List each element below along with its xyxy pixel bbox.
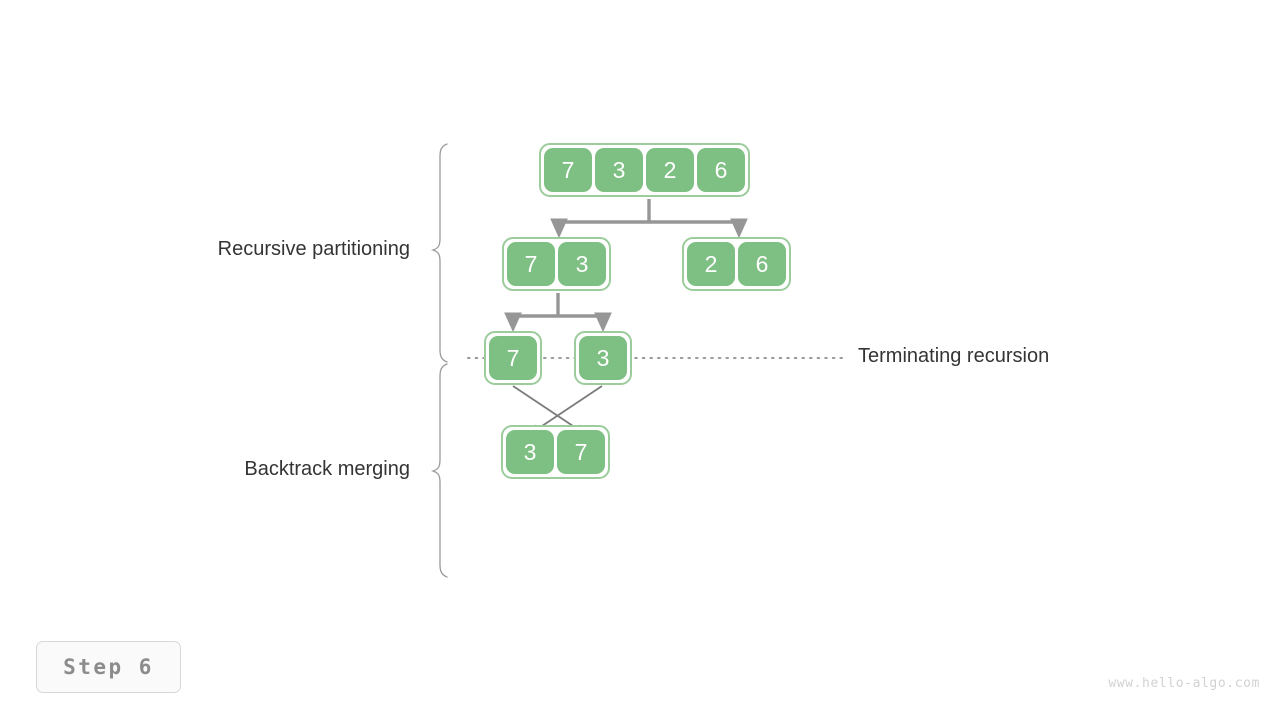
array-right-partition: 2 6 <box>682 237 791 291</box>
array-cell: 2 <box>687 242 735 286</box>
merge-connector <box>512 385 603 436</box>
array-leaf-right: 3 <box>574 331 632 385</box>
array-cell: 3 <box>579 336 627 380</box>
array-cell: 7 <box>544 148 592 192</box>
array-merged: 3 7 <box>501 425 610 479</box>
brace-backtrack-merging <box>430 363 448 578</box>
label-backtrack-merging: Backtrack merging <box>244 458 410 480</box>
array-cell: 7 <box>489 336 537 380</box>
array-left-partition: 7 3 <box>502 237 611 291</box>
split-connector-root <box>550 199 748 239</box>
array-cell: 2 <box>646 148 694 192</box>
array-cell: 6 <box>697 148 745 192</box>
array-cell: 3 <box>506 430 554 474</box>
array-cell: 3 <box>558 242 606 286</box>
array-leaf-left: 7 <box>484 331 542 385</box>
array-cell: 7 <box>557 430 605 474</box>
step-badge: Step 6 <box>36 641 181 693</box>
split-connector-left1 <box>504 293 612 333</box>
array-root: 7 3 2 6 <box>539 143 750 197</box>
watermark: www.hello-algo.com <box>1108 676 1260 691</box>
array-cell: 7 <box>507 242 555 286</box>
label-recursive-partitioning: Recursive partitioning <box>217 238 410 260</box>
label-terminating-recursion: Terminating recursion <box>858 345 1050 367</box>
array-cell: 6 <box>738 242 786 286</box>
brace-recursive-partitioning <box>430 143 448 363</box>
array-cell: 3 <box>595 148 643 192</box>
